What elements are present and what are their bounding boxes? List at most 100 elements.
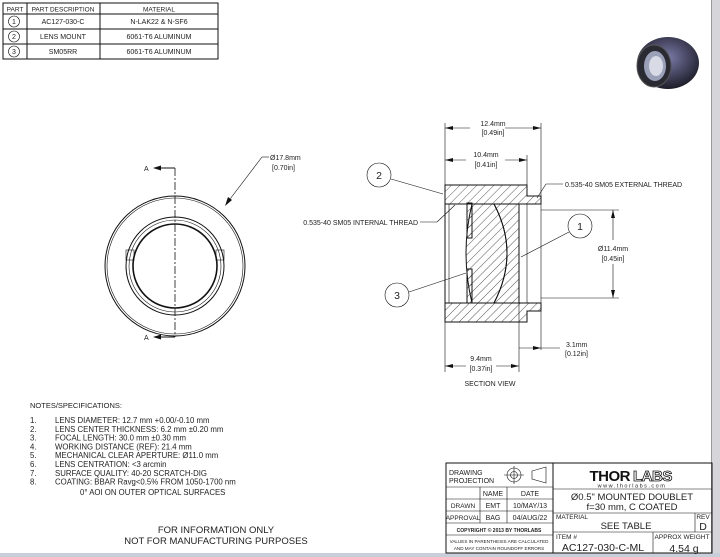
section-view-label: SECTION VIEW — [465, 381, 516, 388]
parts-table: PART PART DESCRIPTION MATERIAL 1 AC127-0… — [2, 2, 219, 60]
copyright: COPYRIGHT © 2013 BY THORLABS — [457, 527, 542, 534]
item-value: AC127-030-C-ML — [562, 542, 644, 554]
approval-date: 04/AUG/22 — [513, 515, 548, 522]
disclaimer-line-2: NOT FOR MANUFACTURING PURPOSES — [124, 536, 308, 547]
part-number: 3 — [12, 49, 16, 56]
front-diameter-mm: Ø17.8mm — [270, 155, 301, 162]
values-note-1: VALUES IN PARENTHESIS ARE CALCULATED — [450, 539, 549, 544]
approval-name: BAG — [486, 515, 501, 522]
note-number: 8. — [30, 478, 37, 487]
dim-inner-in: [0.37in] — [470, 366, 493, 373]
item-label: ITEM # — [556, 534, 577, 541]
note-number: 7. — [30, 469, 37, 478]
weight-label: APPROX WEIGHT — [655, 534, 710, 541]
material-value: SEE TABLE — [601, 521, 652, 532]
balloon-1: 1 — [520, 213, 593, 258]
front-view: A A Ø17.8mm [0.70in] — [104, 155, 301, 342]
part-number: 1 — [12, 19, 16, 26]
note-item: 5. MECHANICAL CLEAR APERTURE: Ø11.0 mm — [30, 451, 218, 460]
note-text: WORKING DISTANCE (REF): 21.4 mm — [55, 442, 192, 451]
drawn-name: EMT — [486, 503, 502, 510]
table-row: 1 AC127-030-C N-LAK22 & N-SF6 — [8, 15, 188, 28]
part-material: N-LAK22 & N-SF6 — [130, 19, 187, 26]
dim-body-in: [0.41in] — [475, 162, 498, 169]
part-description: SM05RR — [49, 49, 77, 56]
date-header: DATE — [521, 491, 539, 498]
svg-text:3: 3 — [394, 290, 400, 302]
note-item: 7. SURFACE QUALITY: 40-20 SCRATCH-DIG — [30, 469, 207, 478]
approval-label: APPROVAL — [446, 515, 481, 522]
note-number: 1. — [30, 416, 37, 425]
note-item: 3. FOCAL LENGTH: 30.0 mm ±0.30 mm — [30, 434, 186, 443]
note-text: MECHANICAL CLEAR APERTURE: Ø11.0 mm — [55, 451, 218, 460]
description-line-1: Ø0.5" MOUNTED DOUBLET — [571, 492, 693, 503]
values-note-2: AND MAY CONTAIN ROUNDOFF ERRORS — [454, 546, 544, 551]
description-line-2: f=30 mm, C COATED — [587, 502, 678, 513]
weight-value: 4.54 g — [669, 543, 698, 555]
website: www.thorlabs.com — [597, 484, 667, 490]
section-mark-bottom: A — [144, 335, 149, 342]
third-angle-projection-icon — [504, 466, 547, 484]
logo-thor: THOR — [590, 468, 631, 485]
title-block: DRAWING PROJECTION NAME DATE DRAWN EMT 1… — [445, 462, 713, 555]
dim-bore-mm: Ø11.4mm — [598, 246, 628, 253]
dim-bore-in: [0.45in] — [602, 256, 625, 263]
part-description: AC127-030-C — [42, 19, 85, 26]
note-number: 3. — [30, 434, 37, 443]
note-item: 4. WORKING DISTANCE (REF): 21.4 mm — [30, 442, 192, 451]
dim-spigot-in: [0.12in] — [565, 351, 588, 358]
external-thread-label: 0.535-40 SM05 EXTERNAL THREAD — [565, 182, 682, 189]
header-material: MATERIAL — [143, 7, 175, 14]
table-row: 3 SM05RR 6061-T6 ALUMINUM — [8, 45, 192, 58]
rev-value: D — [699, 521, 707, 533]
viewer-scrollbar[interactable] — [712, 0, 720, 557]
dim-overall-in: [0.49in] — [482, 130, 505, 137]
note-item: 8. COATING: BBAR Ravg<0.5% FROM 1050-1700… — [30, 478, 236, 487]
name-header: NAME — [483, 491, 504, 498]
notes-title: NOTES/SPECIFICATIONS: — [30, 401, 122, 410]
balloon-3: 3 — [384, 272, 467, 308]
balloon-2: 2 — [366, 162, 444, 195]
dim-overall-mm: 12.4mm — [480, 121, 505, 128]
note-continuation: 0° AOI ON OUTER OPTICAL SURFACES — [80, 488, 225, 497]
note-text: SURFACE QUALITY: 40-20 SCRATCH-DIG — [55, 469, 207, 478]
note-number: 6. — [30, 460, 37, 469]
table-row: 2 LENS MOUNT 6061-T6 ALUMINUM — [8, 30, 192, 43]
dim-inner-mm: 9.4mm — [470, 356, 492, 363]
internal-thread-label: 0.535-40 SM05 INTERNAL THREAD — [303, 220, 418, 227]
note-number: 2. — [30, 425, 37, 434]
svg-text:1: 1 — [577, 221, 583, 233]
viewer-bottom-edge — [0, 553, 720, 557]
note-text: LENS CENTER THICKNESS: 6.2 mm ±0.20 mm — [55, 425, 223, 434]
note-text: FOCAL LENGTH: 30.0 mm ±0.30 mm — [55, 434, 186, 443]
notes: NOTES/SPECIFICATIONS: 1. LENS DIAMETER: 1… — [30, 401, 308, 547]
note-item: 2. LENS CENTER THICKNESS: 6.2 mm ±0.20 mm — [30, 425, 223, 434]
header-part: PART — [7, 7, 24, 14]
note-text: COATING: BBAR Ravg<0.5% FROM 1050-1700 n… — [55, 478, 236, 487]
header-description: PART DESCRIPTION — [32, 7, 95, 14]
note-item: 1. LENS DIAMETER: 12.7 mm +0.00/-0.10 mm — [30, 416, 209, 425]
note-number: 4. — [30, 442, 37, 451]
projection-label-2: PROJECTION — [449, 478, 494, 485]
product-image — [636, 37, 699, 89]
logo-labs: LABS — [633, 468, 672, 485]
note-item: 6. LENS CENTRATION: <3 arcmin — [30, 460, 166, 469]
disclaimer-line-1: FOR INFORMATION ONLY — [158, 525, 275, 536]
note-text: LENS DIAMETER: 12.7 mm +0.00/-0.10 mm — [55, 416, 209, 425]
dim-spigot-mm: 3.1mm — [566, 342, 588, 349]
rev-label: REV — [696, 514, 710, 521]
note-number: 5. — [30, 451, 37, 460]
material-label: MATERIAL — [556, 514, 588, 521]
dim-body-mm: 10.4mm — [473, 152, 498, 159]
note-text: LENS CENTRATION: <3 arcmin — [55, 460, 166, 469]
section-view: 12.4mm [0.49in] 10.4mm [0.41in] Ø11.4mm … — [303, 121, 682, 388]
projection-label-1: DRAWING — [449, 470, 483, 477]
part-description: LENS MOUNT — [40, 34, 87, 41]
drawn-date: 10/MAY/13 — [513, 503, 547, 510]
drawn-label: DRAWN — [451, 503, 476, 510]
part-material: 6061-T6 ALUMINUM — [127, 34, 192, 41]
part-material: 6061-T6 ALUMINUM — [127, 49, 192, 56]
thorlabs-logo: THOR LABS www.thorlabs.com — [590, 468, 674, 490]
front-diameter-in: [0.70in] — [272, 165, 295, 172]
part-number: 2 — [12, 34, 16, 41]
